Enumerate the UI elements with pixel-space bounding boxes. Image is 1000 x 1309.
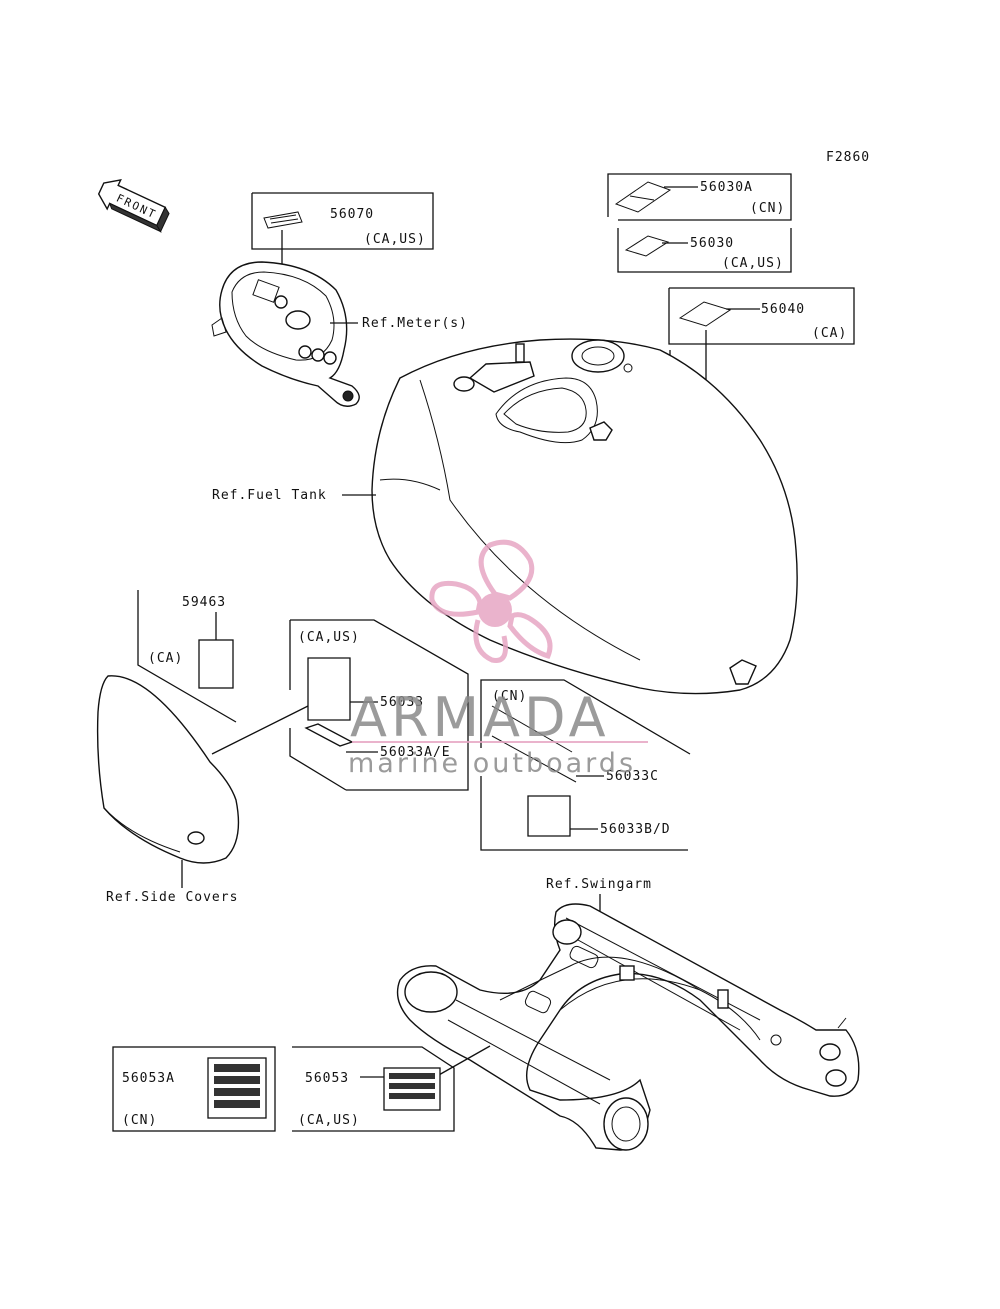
label-56070-sticker bbox=[263, 211, 303, 229]
label-56053-sticker bbox=[383, 1067, 441, 1111]
propeller-logo-icon bbox=[429, 539, 553, 663]
part-number-56033C: 56033C bbox=[606, 769, 659, 784]
swingarm: Ref.Swingarm bbox=[396, 877, 860, 1151]
watermark-brand: ARMADA bbox=[350, 686, 610, 749]
part-number-56033BD: 56033B/D bbox=[600, 822, 671, 837]
watermark-tagline: marine outboards bbox=[348, 748, 636, 779]
label-56030-sticker bbox=[624, 235, 670, 257]
part-number-56033AE: 56033A/E bbox=[380, 745, 451, 760]
label-56033AE-sticker bbox=[304, 723, 354, 747]
side-cover: Ref.Side Covers bbox=[96, 675, 321, 905]
region-56053A: (CN) bbox=[122, 1113, 157, 1128]
label-56033-sticker bbox=[307, 657, 351, 721]
label-59463-group: 59463 (CA) bbox=[137, 590, 237, 723]
armada-watermark: ARMADA marine outboards bbox=[348, 539, 648, 779]
part-number-56030: 56030 bbox=[690, 236, 734, 251]
part-number-59463: 59463 bbox=[182, 595, 226, 610]
part-number-56040: 56040 bbox=[761, 302, 805, 317]
label-56030-group: 56030 (CA,US) bbox=[617, 228, 792, 273]
ref-meter-label: Ref.Meter(s) bbox=[362, 316, 468, 331]
label-56033C-group: (CN) 56033C 56033B/D bbox=[480, 679, 691, 851]
label-56033-group: (CA,US) 56033 56033A/E bbox=[289, 619, 469, 791]
label-56040-sticker bbox=[678, 301, 732, 327]
label-56053A-group: 56053A (CN) bbox=[112, 1046, 276, 1132]
label-59463-sticker bbox=[198, 639, 234, 689]
region-56053: (CA,US) bbox=[298, 1113, 360, 1128]
label-56030A-group: 56030A (CN) bbox=[607, 173, 792, 221]
region-56040: (CA) bbox=[812, 326, 847, 341]
part-number-56033: 56033 bbox=[380, 695, 424, 710]
region-56030: (CA,US) bbox=[722, 256, 784, 271]
figure-id: F2860 bbox=[826, 150, 870, 165]
ref-swingarm-label: Ref.Swingarm bbox=[546, 877, 652, 892]
region-59463: (CA) bbox=[148, 651, 183, 666]
label-56053-group: 56053 (CA,US) bbox=[292, 1046, 455, 1132]
region-56033: (CA,US) bbox=[298, 630, 360, 645]
label-56070-group: 56070 (CA,US) bbox=[251, 192, 434, 305]
front-arrow-icon: FRONT bbox=[97, 178, 170, 233]
meter-assembly: Ref.Meter(s) bbox=[211, 261, 468, 407]
region-56030A: (CN) bbox=[750, 201, 785, 216]
part-number-56070: 56070 bbox=[330, 207, 374, 222]
label-56030A-sticker bbox=[614, 181, 672, 213]
part-number-56053A: 56053A bbox=[122, 1071, 175, 1086]
ref-side-covers-label: Ref.Side Covers bbox=[106, 890, 238, 905]
region-56070: (CA,US) bbox=[364, 232, 426, 247]
region-56033C: (CN) bbox=[492, 689, 527, 704]
part-number-56030A: 56030A bbox=[700, 180, 753, 195]
label-56033BD-sticker bbox=[527, 795, 571, 837]
ref-fuel-tank-label: Ref.Fuel Tank bbox=[212, 488, 327, 503]
part-number-56053: 56053 bbox=[305, 1071, 349, 1086]
label-56053A-sticker bbox=[207, 1057, 267, 1119]
